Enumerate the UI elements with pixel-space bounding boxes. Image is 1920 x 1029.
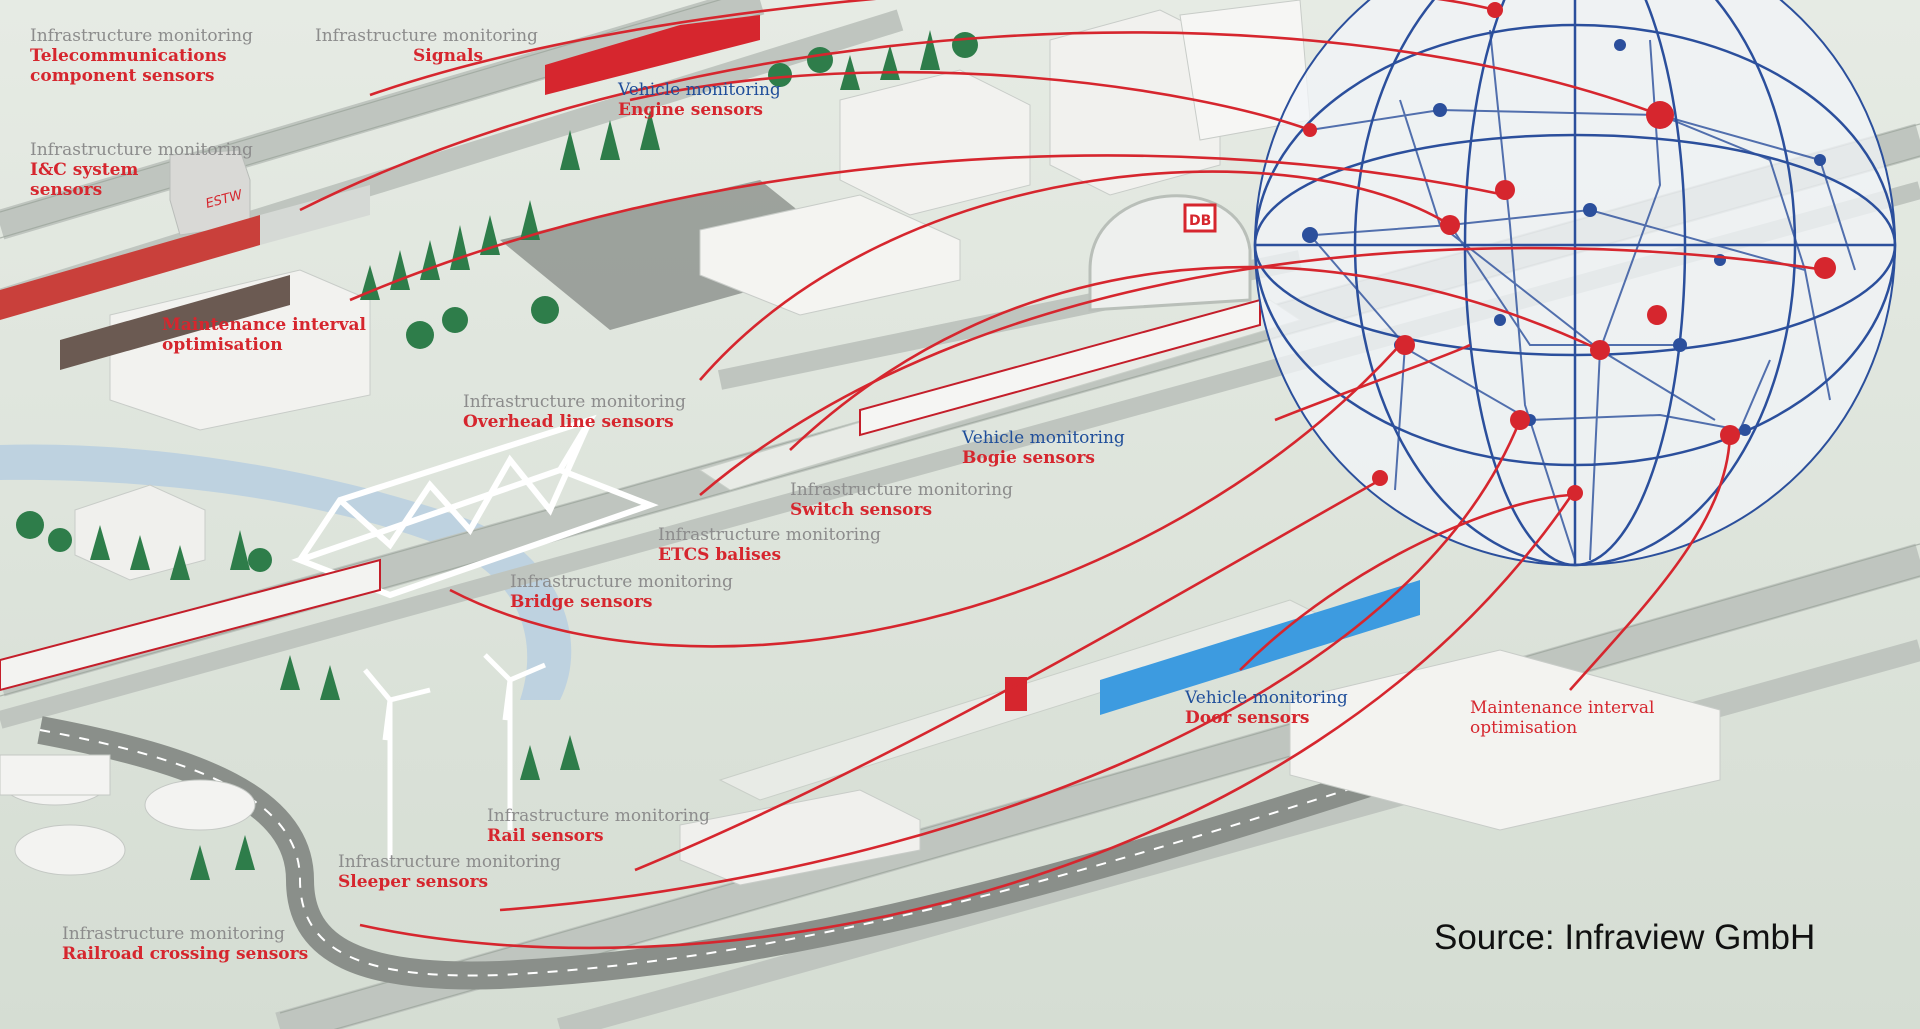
trains [0, 15, 1420, 715]
river [0, 444, 572, 700]
label-category: Infrastructure monitoring [510, 572, 733, 592]
label-sensor: Sleeper sensors [338, 872, 489, 893]
label-sensor: Bogie sensors [962, 448, 1095, 469]
label-sensor: Overhead line sensors [463, 412, 674, 433]
label-category: Maintenance interval [162, 315, 366, 335]
label-category: Maintenance interval [1470, 698, 1655, 718]
label-sensor-line2: component sensors [30, 66, 215, 87]
label-bogie-sensors: Vehicle monitoring Bogie sensors [962, 428, 1125, 468]
label-category: Vehicle monitoring [1185, 688, 1348, 708]
label-etcs-balises: Infrastructure monitoring ETCS balises [658, 525, 881, 565]
label-sensor: Rail sensors [487, 826, 604, 847]
label-telecommunications: Infrastructure monitoring Telecommunicat… [30, 26, 253, 86]
label-category: Infrastructure monitoring [658, 525, 881, 545]
label-signals: Infrastructure monitoring Signals [315, 26, 538, 66]
label-sensor-line2: sensors [30, 180, 103, 201]
storage-tanks [0, 754, 256, 876]
label-rail-sensors: Infrastructure monitoring Rail sensors [487, 806, 710, 846]
label-switch-sensors: Infrastructure monitoring Switch sensors [790, 480, 1013, 520]
label-category: Infrastructure monitoring [338, 852, 561, 872]
label-category: Infrastructure monitoring [463, 392, 686, 412]
label-sensor: Bridge sensors [510, 592, 653, 613]
label-sensor: Switch sensors [790, 500, 933, 521]
city-buildings [74, 0, 1721, 886]
data-globe [1253, 0, 1897, 567]
label-sensor: ETCS balises [658, 545, 782, 566]
label-category: Infrastructure monitoring [62, 924, 285, 944]
label-category: Infrastructure monitoring [30, 26, 253, 46]
db-logo-text: DB [1189, 213, 1211, 229]
label-maintenance-right: Maintenance interval optimisation [1470, 698, 1654, 738]
label-sensor: optimisation [1470, 718, 1578, 739]
sensor-connections [299, 0, 1826, 950]
label-bridge-sensors: Infrastructure monitoring Bridge sensors [510, 572, 733, 612]
label-sensor: Telecommunications [30, 46, 227, 67]
label-sensor: I&C system [30, 160, 139, 181]
sensor-nodes [1303, 2, 1836, 501]
label-sensor: Railroad crossing sensors [62, 944, 309, 965]
label-maintenance-left: Maintenance interval optimisation [162, 315, 366, 355]
label-category: Infrastructure monitoring [30, 140, 253, 160]
label-sensor: Door sensors [1185, 708, 1310, 729]
source-caption: Source: Infraview GmbH [1434, 918, 1816, 957]
label-engine-sensors: Vehicle monitoring Engine sensors [618, 80, 781, 120]
label-sleeper-sensors: Infrastructure monitoring Sleeper sensor… [338, 852, 561, 892]
db-logo [1183, 203, 1217, 233]
label-overhead-line: Infrastructure monitoring Overhead line … [463, 392, 686, 432]
wind-turbines [363, 653, 546, 860]
label-railroad-crossing: Infrastructure monitoring Railroad cross… [62, 924, 308, 964]
label-category: Vehicle monitoring [618, 80, 781, 100]
label-door-sensors: Vehicle monitoring Door sensors [1185, 688, 1348, 728]
label-sensor: Engine sensors [618, 100, 763, 121]
label-sensor: Signals [413, 46, 484, 67]
label-category: Infrastructure monitoring [790, 480, 1013, 500]
label-category: Infrastructure monitoring [315, 26, 538, 46]
label-sensor: optimisation [162, 335, 283, 356]
station-marker [1005, 677, 1027, 711]
label-category: Vehicle monitoring [962, 428, 1125, 448]
label-category: Infrastructure monitoring [487, 806, 710, 826]
label-ic-system: Infrastructure monitoring I&C system sen… [30, 140, 253, 200]
